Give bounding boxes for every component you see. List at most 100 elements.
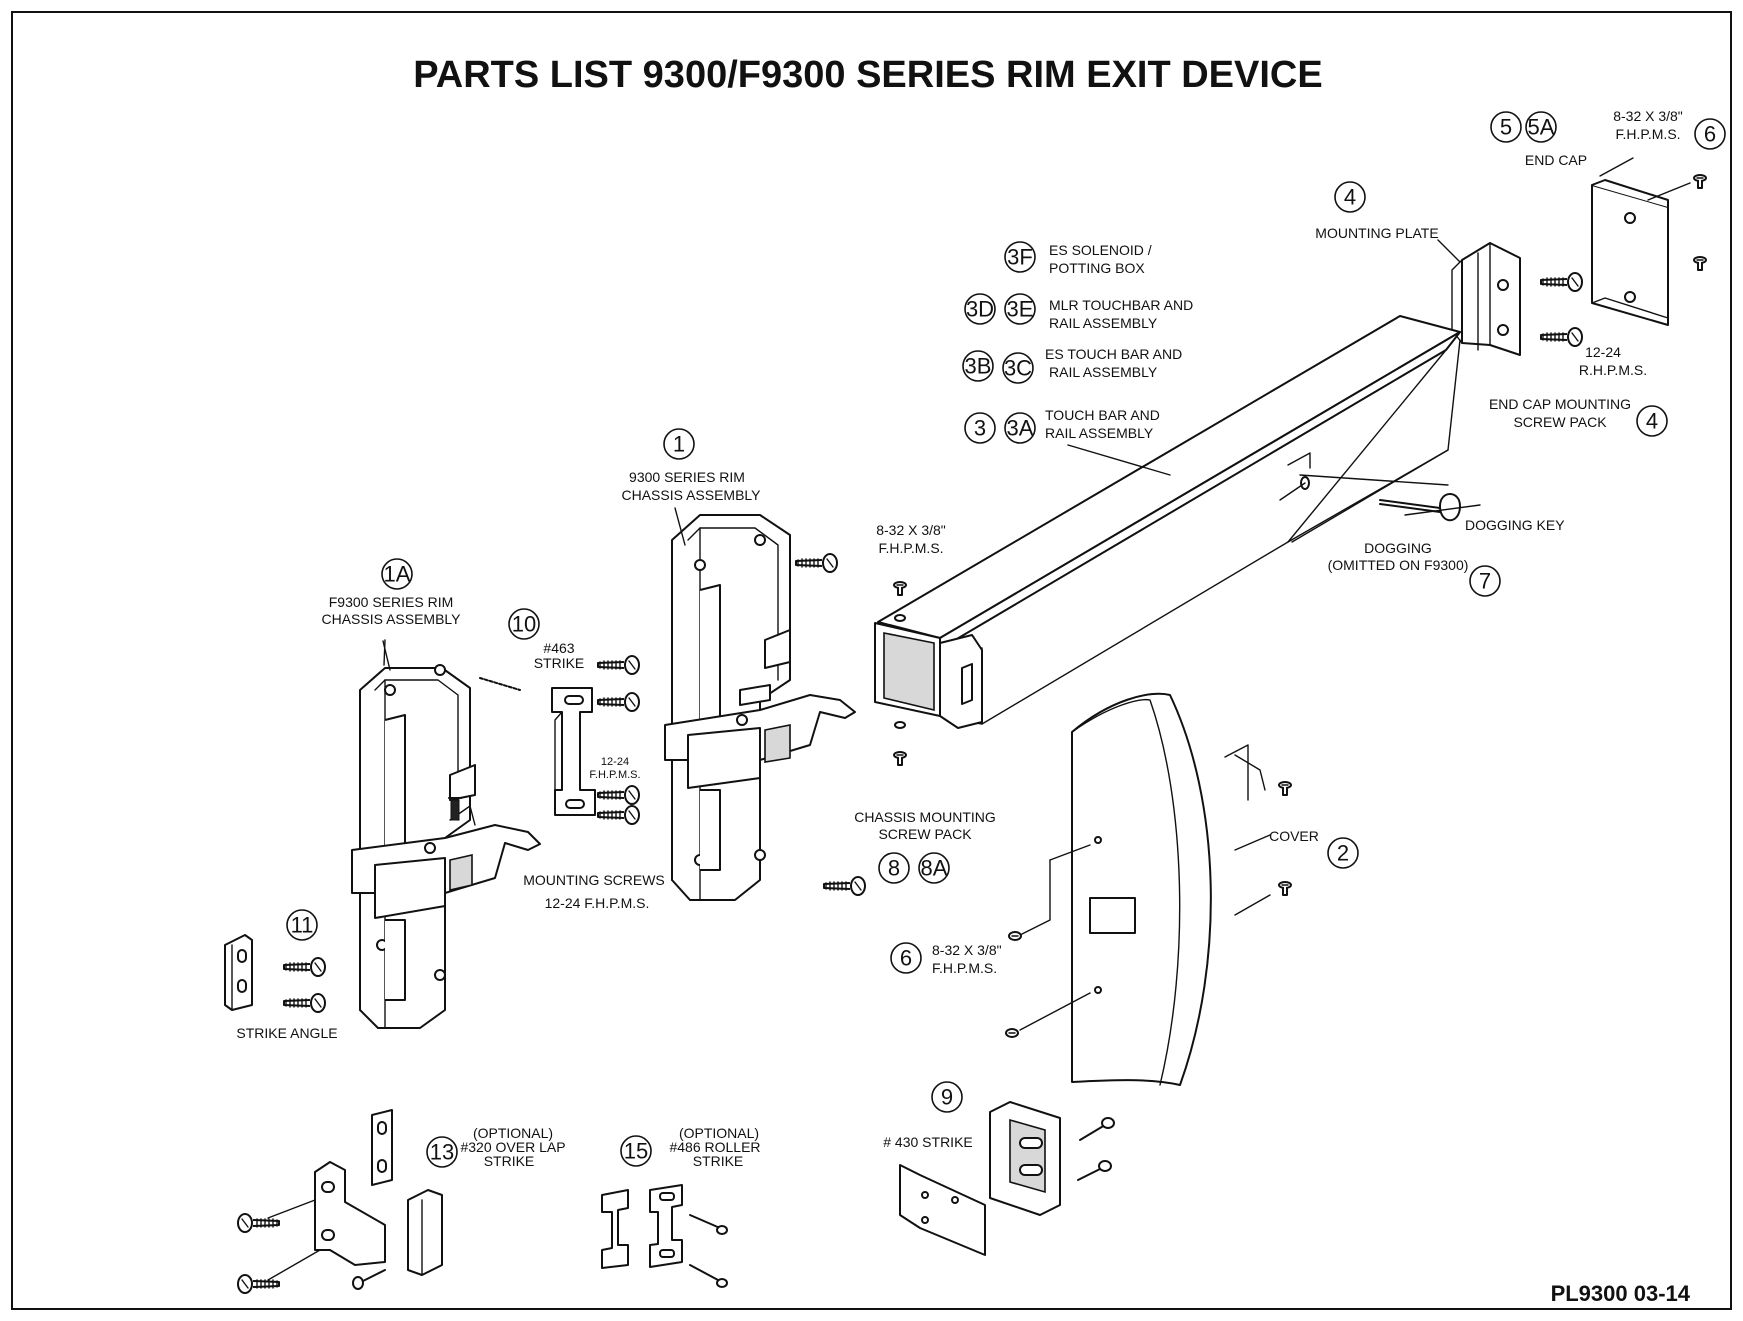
label-fhpms-mid-2: F.H.P.M.S.	[878, 540, 943, 556]
label-fhpms-top-2: F.H.P.M.S.	[1615, 126, 1680, 142]
callout-4-pack: 4	[1636, 405, 1668, 437]
label-es-solenoid-1: ES SOLENOID /	[1049, 242, 1152, 258]
strike-320-screw-small	[352, 1269, 386, 1290]
callout-7: 7	[1469, 565, 1501, 597]
svg-text:3A: 3A	[1007, 416, 1034, 441]
label-mlr-2: RAIL ASSEMBLY	[1049, 315, 1158, 331]
label-touch-1: TOUCH BAR AND	[1045, 407, 1160, 423]
callout-3b: 3B	[962, 350, 994, 382]
callout-13: 13	[426, 1136, 458, 1168]
strike-463-screw-4	[597, 805, 640, 825]
strike-angle-screw-lower	[283, 993, 326, 1013]
callout-3d: 3D	[964, 293, 996, 325]
svg-text:3C: 3C	[1004, 356, 1032, 381]
label-fhpms-mid-1: 8-32 X 3/8"	[876, 522, 946, 538]
end-cap-drawing	[1591, 157, 1707, 326]
end-cap-screw-lower	[1540, 327, 1583, 347]
chassis-f9300-drawing	[351, 639, 541, 1029]
label-fhpms-small-2: F.H.P.M.S.	[589, 769, 640, 781]
svg-text:3F: 3F	[1007, 245, 1033, 270]
label-end-cap-pack-1: END CAP MOUNTING	[1489, 396, 1631, 412]
label-strike-320-1: (OPTIONAL)	[473, 1125, 553, 1141]
svg-text:8: 8	[888, 856, 900, 881]
callout-2: 2	[1327, 837, 1359, 869]
chassis-9300-drawing	[664, 514, 856, 901]
label-strike-320-3: STRIKE	[484, 1153, 535, 1169]
callout-1a: 1A	[381, 558, 413, 590]
label-strike-486-1: (OPTIONAL)	[679, 1125, 759, 1141]
strike-463-drawing	[551, 687, 596, 816]
svg-text:1: 1	[673, 432, 685, 457]
svg-text:9: 9	[941, 1085, 953, 1110]
label-chassis-pack-1: CHASSIS MOUNTING	[854, 809, 996, 825]
label-mount-screws-1: MOUNTING SCREWS	[523, 872, 665, 888]
label-strike-430: # 430 STRIKE	[883, 1134, 973, 1150]
chassis-screw-lower	[823, 876, 866, 896]
strike-430-screws	[1077, 1117, 1115, 1181]
svg-text:3: 3	[974, 416, 986, 441]
label-rhpms-2: R.H.P.M.S.	[1579, 362, 1647, 378]
label-cover: COVER	[1269, 828, 1319, 844]
label-es-touch-2: RAIL ASSEMBLY	[1049, 364, 1158, 380]
svg-text:13: 13	[430, 1140, 454, 1165]
label-chassis-f9300-1: F9300 SERIES RIM	[329, 594, 454, 610]
strike-486-screws	[689, 1214, 728, 1288]
callout-10: 10	[508, 608, 540, 640]
label-rhpms-1: 12-24	[1585, 344, 1621, 360]
svg-text:7: 7	[1479, 569, 1491, 594]
label-strike-320-2: #320 OVER LAP	[460, 1139, 565, 1155]
svg-text:15: 15	[624, 1139, 648, 1164]
strike-486-drawing	[601, 1184, 683, 1269]
callout-8a: 8A	[918, 852, 950, 884]
callout-3c: 3C	[1002, 352, 1034, 384]
callout-8: 8	[878, 852, 910, 884]
callout-11: 11	[286, 909, 318, 941]
label-dogging-key: DOGGING KEY	[1465, 517, 1565, 533]
label-fhpms-top-1: 8-32 X 3/8"	[1613, 108, 1683, 124]
label-strike-angle: STRIKE ANGLE	[236, 1025, 337, 1041]
callout-15: 15	[620, 1135, 652, 1167]
callout-6-low: 6	[890, 942, 922, 974]
callout-3f: 3F	[1004, 241, 1036, 273]
label-fhpms-low-1: 8-32 X 3/8"	[932, 942, 1002, 958]
strike-angle-drawing	[224, 934, 253, 1011]
cover-drawing	[1005, 692, 1292, 1086]
label-end-cap-pack-2: SCREW PACK	[1513, 414, 1607, 430]
svg-text:3B: 3B	[965, 354, 992, 379]
label-es-touch-1: ES TOUCH BAR AND	[1045, 346, 1182, 362]
svg-text:6: 6	[900, 946, 912, 971]
svg-text:2: 2	[1337, 841, 1349, 866]
label-mounting-plate: MOUNTING PLATE	[1315, 225, 1438, 241]
svg-text:8A: 8A	[921, 856, 948, 881]
svg-text:5A: 5A	[1528, 115, 1555, 140]
strike-430-drawing	[899, 1101, 1061, 1256]
svg-text:4: 4	[1646, 409, 1658, 434]
callout-3e: 3E	[1004, 293, 1036, 325]
svg-text:11: 11	[291, 913, 314, 938]
chassis-screw-upper	[795, 553, 838, 573]
svg-text:4: 4	[1344, 185, 1356, 210]
strike-320-drawing	[314, 1109, 443, 1276]
label-strike-486-2: #486 ROLLER	[669, 1139, 760, 1155]
mounting-plate-drawing	[1437, 239, 1521, 356]
callout-1: 1	[663, 428, 695, 460]
label-mlr-1: MLR TOUCHBAR AND	[1049, 297, 1193, 313]
strike-angle-screw-upper	[283, 957, 326, 977]
rail-assembly-drawing	[874, 315, 1461, 766]
strike-463-screw-2	[597, 692, 640, 712]
page-title: PARTS LIST 9300/F9300 SERIES RIM EXIT DE…	[413, 54, 1322, 96]
svg-text:6: 6	[1704, 122, 1716, 147]
callout-4-top: 4	[1334, 181, 1366, 213]
label-es-solenoid-2: POTTING BOX	[1049, 260, 1145, 276]
label-dogging-1: DOGGING	[1364, 540, 1432, 556]
callout-3: 3	[964, 412, 996, 444]
document-id: PL9300 03-14	[1551, 1281, 1691, 1306]
svg-text:1A: 1A	[384, 562, 411, 587]
svg-text:3D: 3D	[966, 297, 994, 322]
svg-text:10: 10	[512, 612, 536, 637]
label-fhpms-small-1: 12-24	[601, 756, 629, 768]
label-touch-2: RAIL ASSEMBLY	[1045, 425, 1154, 441]
callout-9: 9	[931, 1081, 963, 1113]
label-mount-screws-2: 12-24 F.H.P.M.S.	[545, 895, 650, 911]
